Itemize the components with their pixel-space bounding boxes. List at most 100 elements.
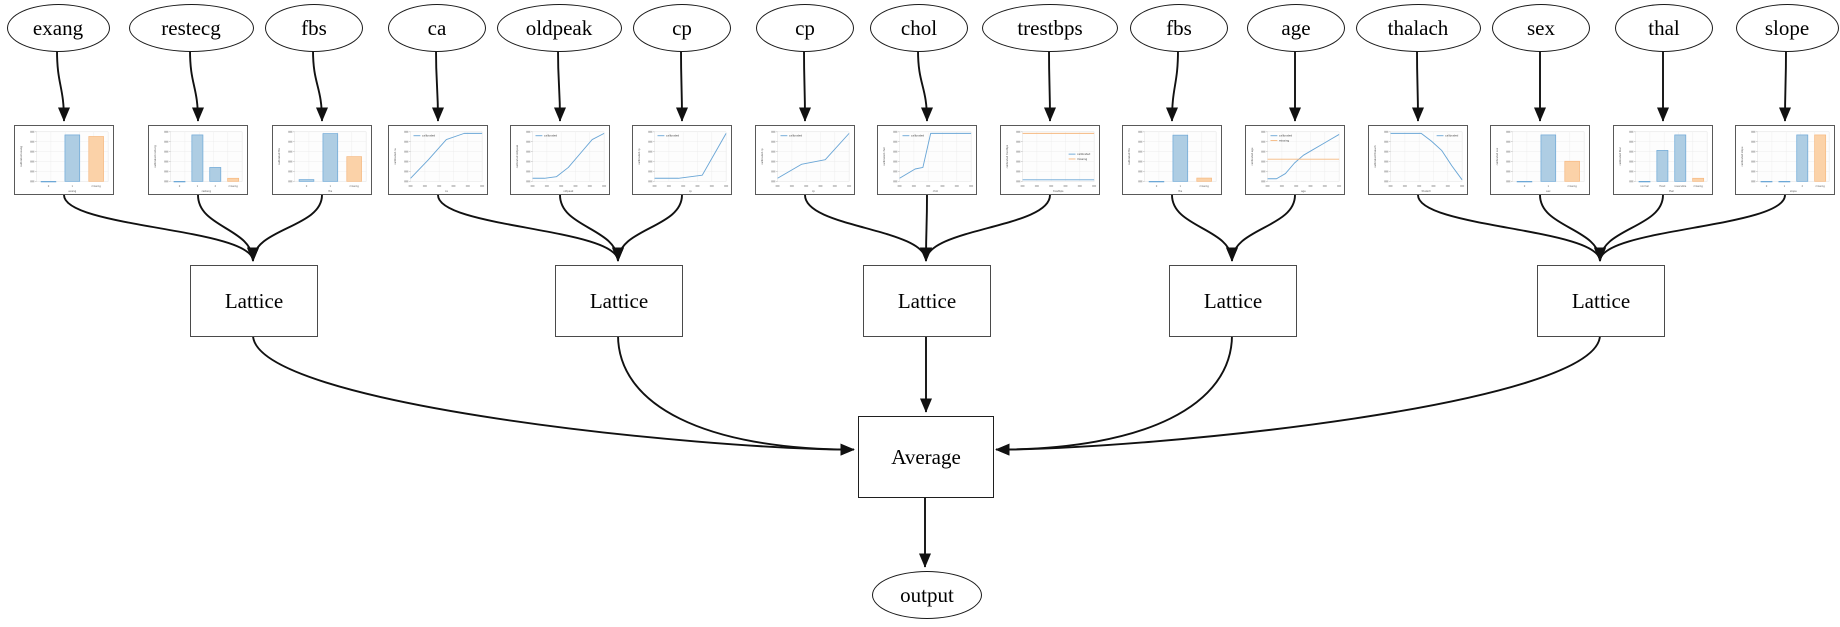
lattice-node-3[interactable]: Lattice bbox=[1169, 265, 1297, 337]
svg-text:missing: missing bbox=[91, 185, 101, 188]
input-node-label: thal bbox=[1648, 15, 1680, 40]
average-node[interactable]: Average bbox=[858, 416, 994, 498]
svg-text:calibrated age: calibrated age bbox=[1250, 147, 1254, 165]
input-node-trestbps[interactable]: trestbps bbox=[982, 4, 1118, 52]
lattice-node-label: Lattice bbox=[589, 288, 649, 313]
lattice-node-label: Lattice bbox=[897, 288, 957, 313]
svg-text:calibrated: calibrated bbox=[666, 134, 680, 138]
svg-text:calibrated: calibrated bbox=[789, 134, 803, 138]
svg-text:reversible: reversible bbox=[1674, 185, 1687, 188]
lattice-node-2[interactable]: Lattice bbox=[863, 265, 991, 337]
svg-text:0: 0 bbox=[1766, 185, 1768, 188]
input-node-label: age bbox=[1281, 15, 1311, 40]
lattice-node-label: Lattice bbox=[224, 288, 284, 313]
svg-text:0: 0 bbox=[1156, 185, 1158, 188]
svg-text:calibrated: calibrated bbox=[422, 134, 436, 138]
input-node-chol[interactable]: chol bbox=[870, 4, 968, 52]
input-node-thalach[interactable]: thalach bbox=[1355, 4, 1481, 52]
input-node-label: slope bbox=[1764, 15, 1810, 40]
input-node-label: cp bbox=[795, 15, 815, 40]
svg-text:0: 0 bbox=[48, 185, 50, 188]
svg-text:calibrated slope: calibrated slope bbox=[1740, 146, 1744, 166]
svg-text:missing: missing bbox=[349, 185, 359, 188]
input-node-label: restecg bbox=[161, 15, 221, 40]
input-node-exang[interactable]: exang bbox=[6, 4, 110, 52]
svg-text:calibrated: calibrated bbox=[911, 134, 925, 138]
svg-text:trestbps: trestbps bbox=[1053, 189, 1064, 193]
input-node-label: sex bbox=[1527, 15, 1555, 40]
input-node-label: chol bbox=[900, 15, 938, 40]
svg-text:1: 1 bbox=[197, 185, 199, 188]
svg-text:fbs: fbs bbox=[328, 189, 333, 193]
calibrator-plot-canvas: calibrated chol chol calibrated bbox=[878, 126, 976, 194]
svg-text:cp: cp bbox=[812, 190, 815, 193]
lattice-node-0[interactable]: Lattice bbox=[190, 265, 318, 337]
svg-text:missing: missing bbox=[1815, 185, 1825, 188]
svg-text:calibrated: calibrated bbox=[544, 134, 558, 138]
svg-text:1: 1 bbox=[1548, 185, 1550, 188]
input-node-slope[interactable]: slope bbox=[1735, 4, 1839, 52]
output-node[interactable]: output bbox=[872, 571, 982, 619]
svg-text:calibrated fbs: calibrated fbs bbox=[1127, 147, 1131, 165]
svg-text:fixed: fixed bbox=[1659, 185, 1665, 188]
input-node-label: trestbps bbox=[1017, 15, 1083, 40]
svg-text:calibrated exang: calibrated exang bbox=[19, 146, 23, 167]
input-node-age[interactable]: age bbox=[1247, 4, 1345, 52]
calibrator-plot-chol-7[interactable]: calibrated chol chol calibrated bbox=[877, 125, 977, 195]
svg-text:calibrated: calibrated bbox=[1077, 152, 1091, 156]
svg-text:2: 2 bbox=[215, 185, 217, 188]
lattice-node-1[interactable]: Lattice bbox=[555, 265, 683, 337]
input-node-label: thalach bbox=[1387, 15, 1449, 40]
svg-text:missing: missing bbox=[1693, 185, 1703, 188]
average-node-label: Average bbox=[891, 444, 961, 469]
lattice-node-4[interactable]: Lattice bbox=[1537, 265, 1665, 337]
svg-text:calibrated chol: calibrated chol bbox=[882, 147, 886, 166]
input-node-ca[interactable]: ca bbox=[388, 4, 486, 52]
svg-text:thalach: thalach bbox=[1422, 189, 1432, 193]
svg-text:missing: missing bbox=[1199, 185, 1209, 188]
input-node-thal[interactable]: thal bbox=[1615, 4, 1713, 52]
svg-text:calibrated: calibrated bbox=[1445, 134, 1459, 138]
input-node-label: fbs bbox=[301, 15, 327, 40]
svg-text:1: 1 bbox=[330, 185, 332, 188]
input-node-fbs[interactable]: fbs bbox=[1130, 4, 1228, 52]
svg-text:missing: missing bbox=[228, 185, 238, 188]
svg-text:0: 0 bbox=[306, 185, 308, 188]
svg-text:cp: cp bbox=[689, 190, 692, 193]
input-node-restecg[interactable]: restecg bbox=[128, 4, 254, 52]
input-node-fbs[interactable]: fbs bbox=[265, 4, 363, 52]
svg-text:chol: chol bbox=[933, 189, 939, 193]
calibrator-plot-cp-5[interactable]: calibrated cp cp calibrated bbox=[632, 125, 732, 195]
svg-text:1: 1 bbox=[72, 185, 74, 188]
svg-text:calibrated cp: calibrated cp bbox=[637, 148, 641, 165]
svg-text:missing: missing bbox=[1567, 185, 1577, 188]
svg-text:calibrated trestbps: calibrated trestbps bbox=[1005, 144, 1009, 168]
input-node-sex[interactable]: sex bbox=[1492, 4, 1590, 52]
svg-text:normal: normal bbox=[1640, 185, 1649, 188]
input-node-cp[interactable]: cp bbox=[633, 4, 731, 52]
svg-text:fbs: fbs bbox=[1178, 189, 1183, 193]
input-node-cp[interactable]: cp bbox=[756, 4, 854, 52]
input-node-oldpeak[interactable]: oldpeak bbox=[496, 4, 622, 52]
